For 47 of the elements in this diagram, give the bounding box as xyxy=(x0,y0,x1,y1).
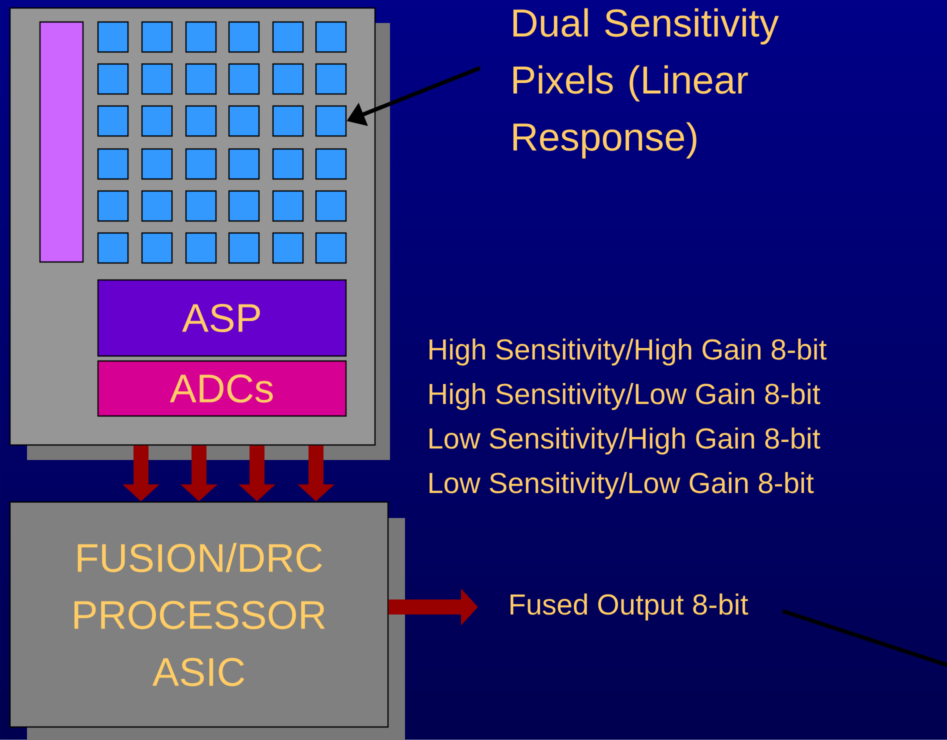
signal-label: Low Sensitivity/Low Gain 8-bit xyxy=(430,472,814,500)
pixel-square xyxy=(272,232,304,264)
pixel-square xyxy=(141,21,173,53)
pixel-square xyxy=(228,21,260,53)
pixel-square xyxy=(185,21,217,53)
pixel-square xyxy=(141,232,173,264)
pixel-square xyxy=(315,105,347,137)
pixel-square xyxy=(141,190,173,222)
processor-box: FUSION/DRC PROCESSOR ASIC xyxy=(9,501,389,728)
leader-line xyxy=(782,609,947,667)
signal-label: Low Sensitivity/High Gain 8-bit xyxy=(430,428,820,455)
callout-text: Dual Sensitivity Pixels (Linear Response) xyxy=(513,8,779,159)
pixel-square xyxy=(228,148,260,180)
pixel-square xyxy=(228,232,260,264)
pixel-square xyxy=(228,105,260,137)
pixel-square xyxy=(141,63,173,95)
adc-block: ADCs xyxy=(97,360,347,417)
pixel-square xyxy=(185,63,217,95)
pixel-square xyxy=(228,190,260,222)
pixel-square xyxy=(97,63,129,95)
pixel-square xyxy=(272,63,304,95)
pixel-square xyxy=(185,105,217,137)
pixel-square xyxy=(272,190,304,222)
pixel-square xyxy=(185,232,217,264)
pixel-square xyxy=(185,148,217,180)
pixel-square xyxy=(97,148,129,180)
pixel-square xyxy=(315,63,347,95)
readout-bar xyxy=(39,21,84,263)
pixel-square xyxy=(272,21,304,53)
pixel-square xyxy=(141,105,173,137)
output-text: Fused Output 8-bit xyxy=(510,594,748,621)
pixel-square xyxy=(97,21,129,53)
pixel-square xyxy=(272,105,304,137)
pixel-square xyxy=(185,190,217,222)
pixel-square xyxy=(315,148,347,180)
pixel-square xyxy=(141,148,173,180)
pixel-square xyxy=(97,190,129,222)
signal-label: High Sensitivity/Low Gain 8-bit xyxy=(430,383,820,410)
signal-label: High Sensitivity/High Gain 8-bit xyxy=(430,338,827,366)
pixel-square xyxy=(315,21,347,53)
pixel-square xyxy=(315,232,347,264)
pixel-square xyxy=(315,190,347,222)
pixel-square xyxy=(97,232,129,264)
asp-block: ASP xyxy=(97,279,347,357)
pixel-square xyxy=(272,148,304,180)
pixel-square xyxy=(228,63,260,95)
pixel-square xyxy=(97,105,129,137)
